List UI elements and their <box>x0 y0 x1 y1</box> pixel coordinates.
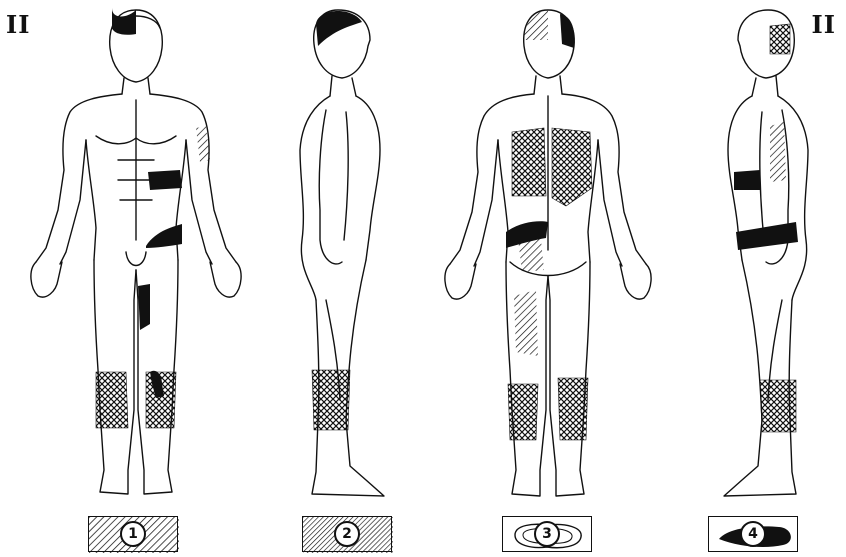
figure-back-view <box>445 10 651 496</box>
legend-item-3: 3 <box>502 516 592 552</box>
figure-front-view <box>31 10 241 494</box>
legend-number-1: 1 <box>120 521 146 547</box>
legend-number-4: 4 <box>740 521 766 547</box>
figure-back-view-markings <box>506 10 592 440</box>
body-figures-diagram <box>0 0 846 510</box>
legend-item-1: 1 <box>88 516 178 552</box>
legend-number-2: 2 <box>334 521 360 547</box>
legend-item-2: 2 <box>302 516 392 552</box>
legend-item-4: 4 <box>708 516 798 552</box>
legend-number-3: 3 <box>534 521 560 547</box>
figure-side-view-left-markings <box>734 24 798 432</box>
